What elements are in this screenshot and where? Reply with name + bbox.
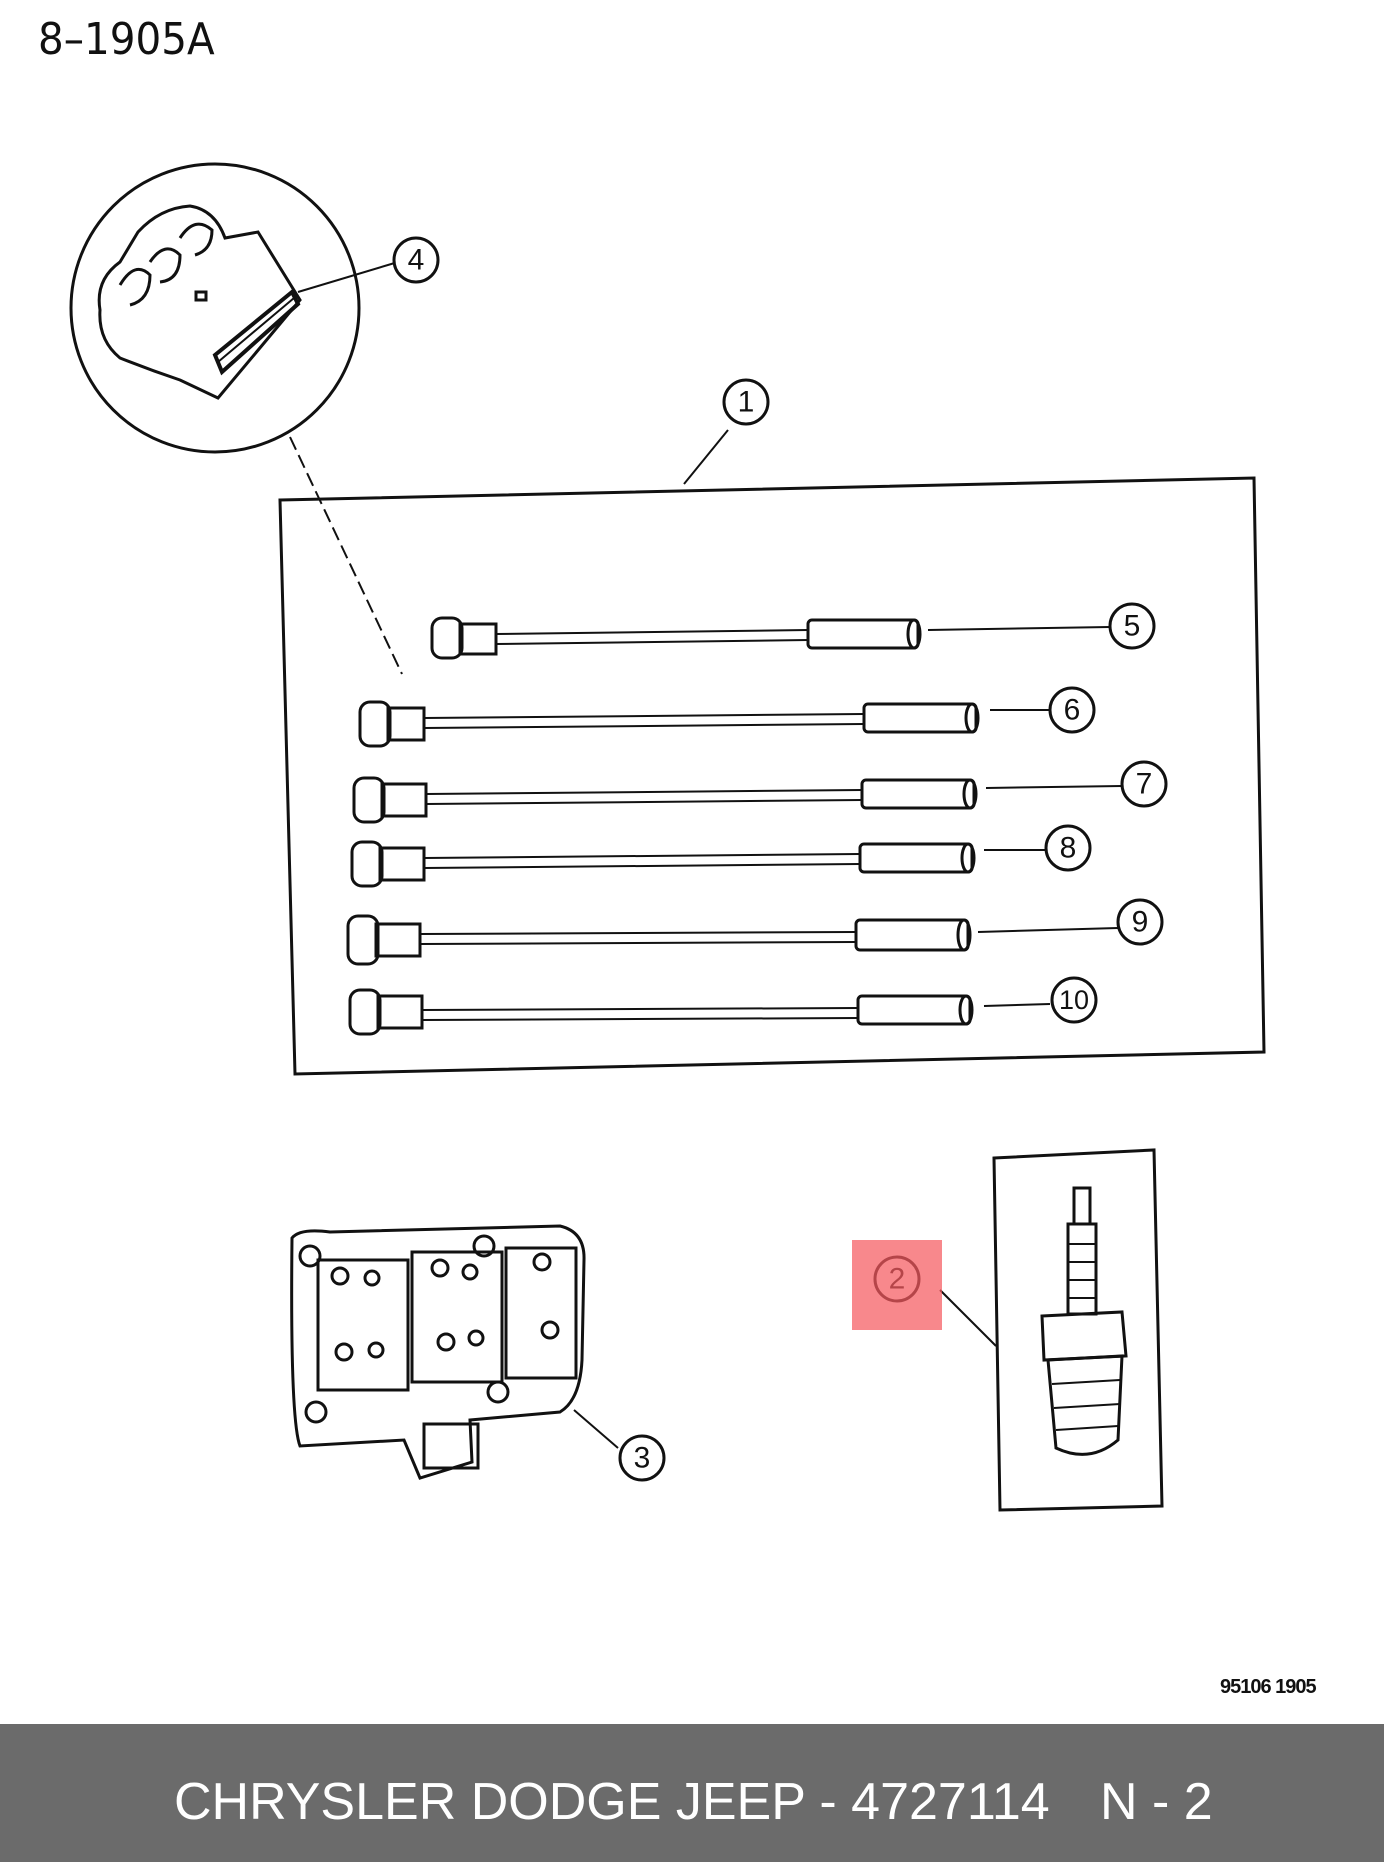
- callout-5: [1108, 602, 1156, 650]
- wire-set-box: [278, 429, 1266, 1076]
- footer-part-number: CHRYSLER DODGE JEEP - 4727114: [174, 1773, 1050, 1831]
- callout-label-3: 3: [634, 1442, 651, 1475]
- wire-6: [358, 700, 1050, 748]
- wire-7: [352, 776, 1123, 824]
- clip-detail: [69, 162, 403, 675]
- callout-7: [1120, 760, 1168, 808]
- callout-4: [392, 236, 440, 284]
- highlight-callout-2[interactable]: [852, 1240, 942, 1330]
- callout-label-4: 4: [408, 244, 425, 277]
- callout-9: [1116, 898, 1164, 946]
- callout-label-6: 6: [1064, 694, 1081, 727]
- figure-code: 95106 1905: [1220, 1676, 1317, 1698]
- wire-10: [348, 988, 1051, 1036]
- callout-label-8: 8: [1060, 832, 1077, 865]
- wire-5: [430, 616, 1111, 660]
- callout-label-1: 1: [738, 386, 755, 419]
- diagram-title: 8–1905A: [38, 14, 215, 65]
- callout-label-5: 5: [1124, 610, 1141, 643]
- wire-8: [350, 840, 1046, 888]
- callout-8: [1044, 824, 1092, 872]
- callout-label-10: 10: [1059, 985, 1089, 1015]
- footer-bar: [0, 1724, 1384, 1862]
- coil-pack: [290, 1224, 619, 1480]
- parts-diagram: 1 2 3 4 5 6 7 8 9 10: [69, 162, 1266, 1512]
- callouts: [392, 236, 1168, 1482]
- callout-10: [1050, 976, 1098, 1024]
- callout-labels: 1 2 3 4 5 6 7 8 9 10: [408, 244, 1153, 1475]
- callout-6: [1048, 686, 1096, 734]
- footer-position: N - 2: [1100, 1773, 1213, 1831]
- spark-plug-box: [939, 1148, 1164, 1512]
- wire-9: [346, 914, 1119, 966]
- callout-1: [722, 378, 770, 426]
- callout-label-9: 9: [1132, 906, 1149, 939]
- callout-3: [618, 1434, 666, 1482]
- callout-label-7: 7: [1136, 768, 1153, 801]
